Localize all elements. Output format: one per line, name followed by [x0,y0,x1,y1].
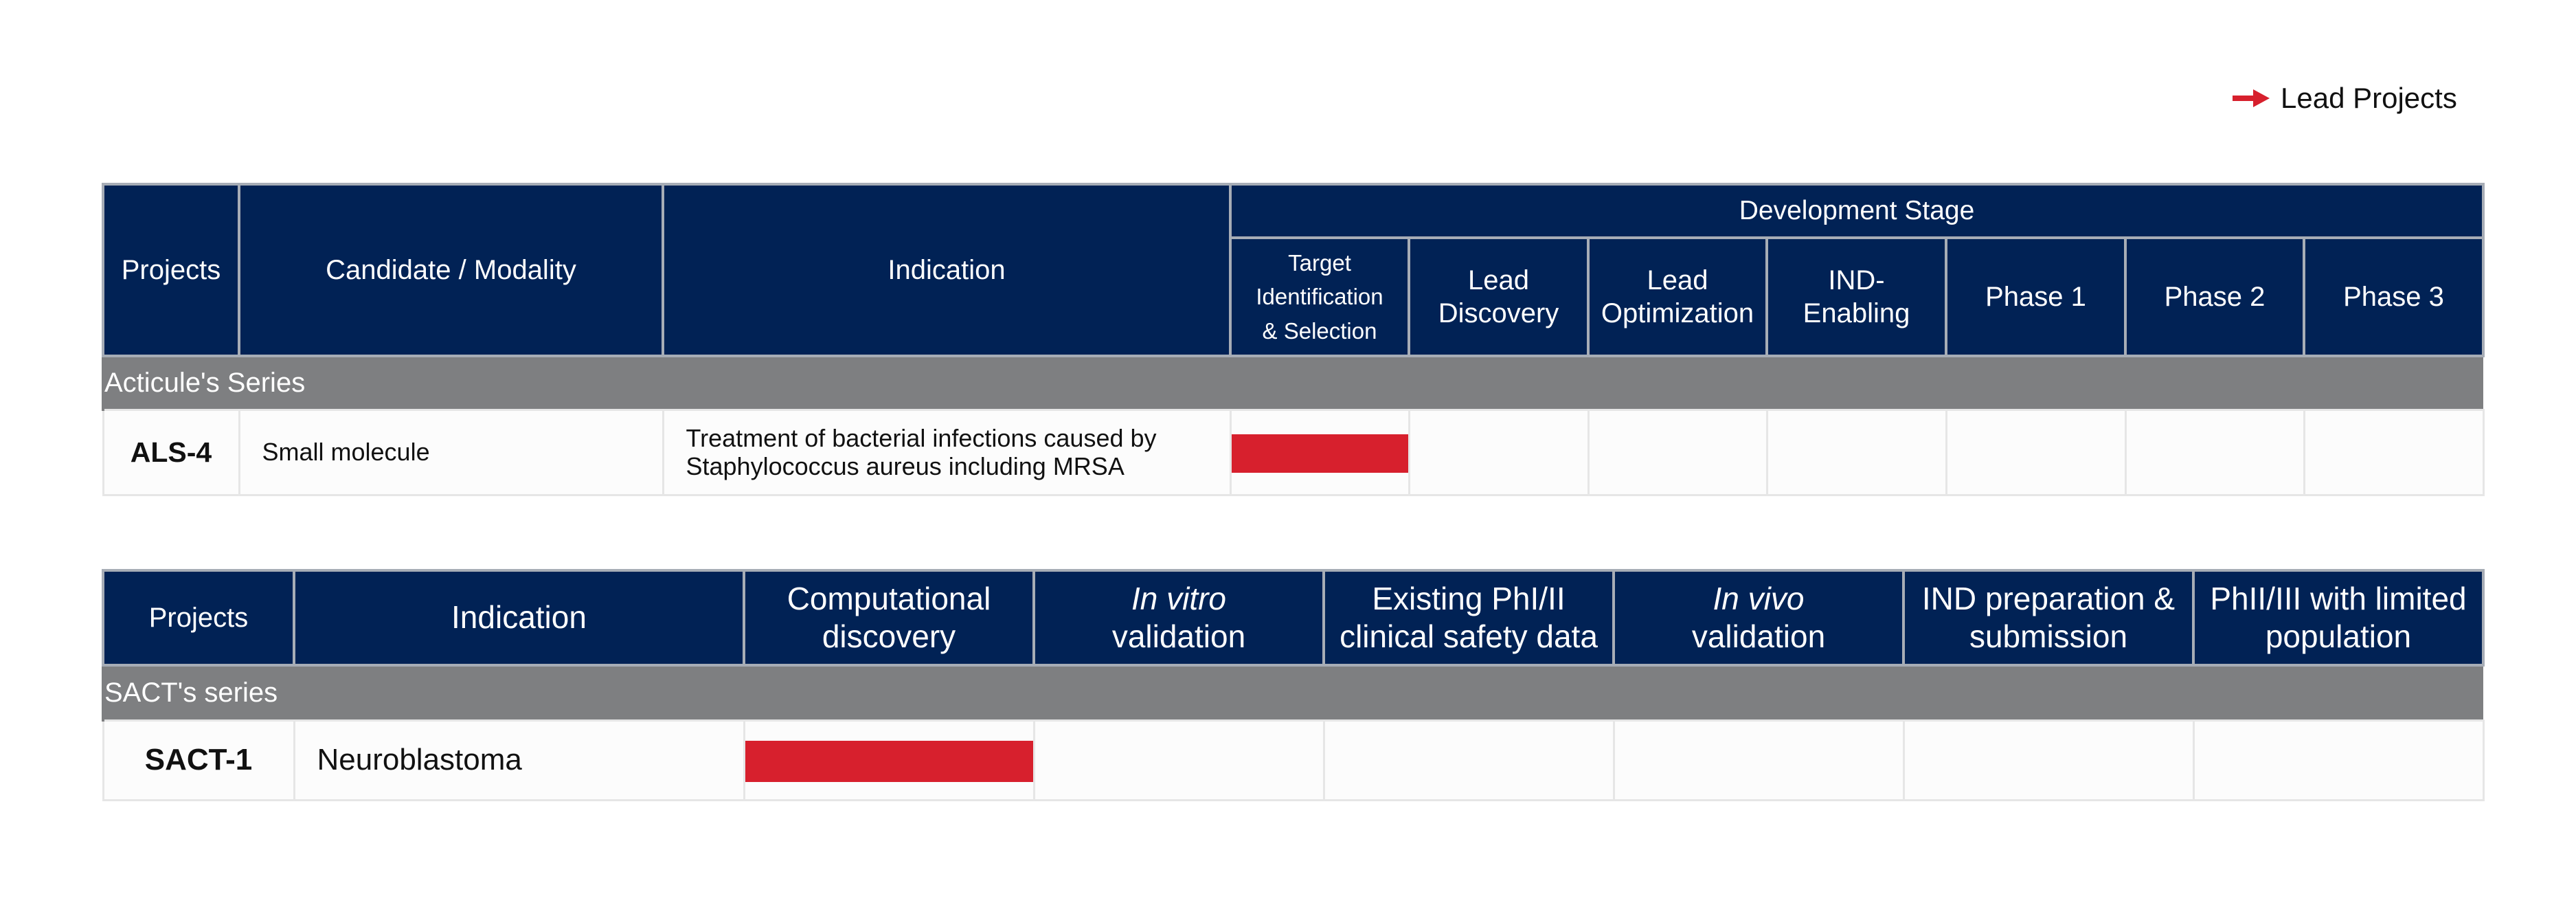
stage-line: Lead [1468,265,1529,295]
header-indication: Indication [293,569,745,667]
stage-line: validation [1691,618,1826,654]
header-stage-phase-2: Phase 2 [2124,236,2305,357]
stage-cell [2303,408,2485,496]
indication: Neuroblastoma [293,719,745,801]
stage-cell [2192,719,2485,801]
stage-line: Enabling [1803,298,1910,328]
stage-line: & Selection [1262,317,1377,344]
header-stage-phase-3: Phase 3 [2302,236,2485,357]
stage-cell [1902,719,2195,801]
header-indication: Indication [662,183,1232,357]
indication-line: Staphylococcus aureus including MRSA [686,452,1125,480]
stage-line: Discovery [1438,298,1559,328]
stage-line: Computational [787,580,991,616]
stage-line: Lead [1647,265,1708,295]
legend: Lead Projects [2233,81,2480,115]
stage-cell [1945,408,2127,496]
lead-arrow-icon [2233,89,2270,107]
stage-line: IND preparation & [1921,580,2176,616]
stage-line-italic: In vivo [1713,580,1805,616]
stage-line: submission [1969,618,2128,654]
pipeline-table-sact: Projects Indication Computational discov… [102,569,2485,801]
stage-line: population [2265,618,2412,654]
header-stage-in-vivo-validation: In vivo validation [1612,569,1905,667]
series-label-sact: SACT's series [102,665,2483,720]
stage-line: Optimization [1601,298,1754,328]
stage-cell [1408,408,1590,496]
project-name: SACT-1 [102,719,295,801]
stage-cell [743,719,1035,801]
header-stage-lead-discovery: Lead Discovery [1408,236,1590,357]
header-candidate-modality: Candidate / Modality [238,183,664,357]
progress-arrow-sact-1 [746,740,1032,782]
header-projects: Projects [102,569,295,667]
project-name: ALS-4 [102,408,240,496]
header-stage-existing-clinical-safety: Existing PhI/II clinical safety data [1322,569,1615,667]
pipeline-table-acticule: Projects Candidate / Modality Indication… [101,183,2485,496]
header-stage-target-identification: Target Identification & Selection [1229,236,1410,357]
stage-line: IND- [1828,265,1885,295]
stage-line: PhII/III with limited [2210,580,2467,616]
stage-cell [1612,719,1905,801]
stage-line-italic: In vitro [1131,580,1227,616]
stage-cell [2124,408,2305,496]
header-projects: Projects [102,183,240,357]
stage-cell [1765,408,1947,496]
header-stage-lead-optimization: Lead Optimization [1587,236,1768,357]
header-development-stage: Development Stage [1228,183,2485,239]
stage-line: Existing PhI/II [1372,580,1566,616]
progress-arrow-als-4 [1232,434,1407,473]
legend-label: Lead Projects [2281,82,2457,114]
series-label-acticule: Acticule's Series [101,356,2484,410]
stage-line: clinical safety data [1340,618,1598,654]
header-stage-phase-1: Phase 1 [1945,236,2127,357]
stage-cell [1229,408,1410,496]
candidate-modality: Small molecule [238,408,664,496]
stage-cell [1587,408,1768,496]
progress-bar-body [1232,434,1407,473]
progress-bar-body [746,740,1032,782]
header-stage-ind-preparation: IND preparation & submission [1902,569,2195,667]
indication-line: Treatment of bacterial infections caused… [686,423,1157,452]
header-stage-ind-enabling: IND- Enabling [1765,236,1947,357]
header-stage-computational-discovery: Computational discovery [743,569,1035,667]
stage-line: validation [1111,618,1246,654]
stage-line: Target [1288,249,1351,276]
stage-line: discovery [822,618,956,654]
header-stage-phii-iii: PhII/III with limited population [2192,569,2485,667]
stage-cell [1032,719,1325,801]
stage-cell [1322,719,1615,801]
indication: Treatment of bacterial infections caused… [662,408,1232,496]
header-stage-in-vitro-validation: In vitro validation [1032,569,1325,667]
stage-line: Identification [1256,284,1383,310]
